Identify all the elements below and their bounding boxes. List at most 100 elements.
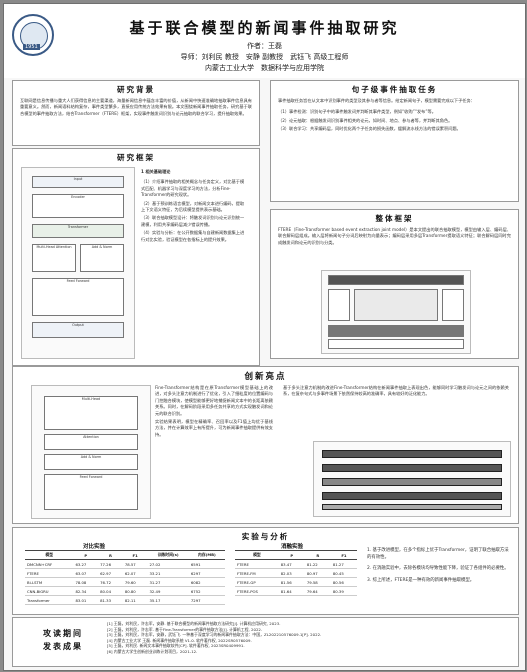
table-header-cell: R xyxy=(98,550,123,560)
poster: 1951 基于联合模型的新闻事件抽取研究 作者：王磊 导师：刘利民 教授 安静 … xyxy=(3,3,526,671)
conclusion-title: 实验与分析 xyxy=(241,532,290,541)
table-cell: 31.27 xyxy=(147,577,189,587)
author-line: 作者：王磊 xyxy=(247,42,282,50)
token-row xyxy=(322,478,502,486)
table-cell: 63.27 xyxy=(73,559,99,569)
innovation-right-text: 基于多头注意力机制的改进Fine-Transformer结构在新闻事件抽取上表现… xyxy=(283,385,509,397)
list-item: （1）事件检测：识别句子中的事件触发词并判断其事件类型，例如“收购”“发布”等。 xyxy=(278,109,436,115)
framework-list: （1）介绍事件抽取的相关概念与任务定义，对比基于模式匹配、机器学习与深度学习的方… xyxy=(139,177,253,247)
table-header-cell: 内存(MB) xyxy=(188,550,225,560)
table-cell: 78.08 xyxy=(73,577,99,587)
overall-panel: 整体框架 FTERE（Fine-Transformer based event … xyxy=(270,209,519,359)
table-header-cell: F1 xyxy=(330,550,357,560)
list-item: （1）介绍事件抽取的相关概念与任务定义，对比基于模式匹配、机器学习与深度学习的方… xyxy=(141,179,245,198)
references-label-line2: 发表成果 xyxy=(43,641,83,651)
table-header-cell: F1 xyxy=(122,550,148,560)
innovation-token-figure xyxy=(313,441,511,517)
references-label: 攻读期间 发表成果 xyxy=(31,627,95,653)
table-cell: 77.26 xyxy=(98,559,123,569)
table-cell: 80.80 xyxy=(122,586,148,596)
table-cell: 82.34 xyxy=(73,586,99,596)
fig-top-bar xyxy=(328,275,464,285)
framework-intro: 1 相关基础理论 xyxy=(141,169,171,174)
table-header-cell: P xyxy=(73,550,99,560)
table-cell: 6591 xyxy=(188,559,225,569)
table-cell: 7297 xyxy=(188,595,225,605)
table-cell: 62.07 xyxy=(122,568,148,578)
table-cell: 81.64 xyxy=(278,586,305,596)
table-cell: FTERE-GP xyxy=(235,577,279,587)
table-cell: 80.45 xyxy=(330,568,357,578)
table-cell: 35.17 xyxy=(147,595,189,605)
fig-box-multihead: Multi-Head xyxy=(44,396,138,430)
list-item: （3）联合抽取模型设计：将触发词识别与论元识别统一建模，利用共享编码层减少错误传… xyxy=(141,215,245,227)
reference-item: [6] 内蒙古大学生创新创业训练计划项目，2021-12. xyxy=(107,648,198,654)
overall-figure xyxy=(321,270,471,354)
table-cell: 62.97 xyxy=(98,568,123,578)
table-cell: 32.49 xyxy=(147,586,189,596)
poster-header: 1951 基于联合模型的新闻事件抽取研究 作者：王磊 导师：刘利民 教授 安静 … xyxy=(4,4,525,78)
token-row xyxy=(322,492,502,500)
fig-box-output: Output xyxy=(32,322,124,338)
table-cell: FTERE-FM xyxy=(235,568,279,578)
table-cell: Bi-LSTM xyxy=(25,577,74,587)
fig-box-attn: Attention xyxy=(44,434,138,450)
table-cell: 27.02 xyxy=(147,559,189,569)
framework-figure: Input Encoder Transformer Multi-Head Att… xyxy=(21,167,135,359)
sentence-level-text: 事件抽取任务旨在从文本中识别事件的类型及其参与者等信息。给定新闻句子，模型需要完… xyxy=(278,98,475,103)
innovation-right-col: 基于多头注意力机制的改进Fine-Transformer结构在新闻事件抽取上表现… xyxy=(283,385,509,398)
table-cell: 6297 xyxy=(188,568,225,578)
table-cell: 79.58 xyxy=(304,577,331,587)
list-item: （2）基于预训练语言模型，对新闻文本进行编码，提取上下文语义特征，为后续模型提供… xyxy=(141,200,245,213)
fig-box-addnorm: Add & Norm xyxy=(80,244,124,272)
framework-title: 研究框架 xyxy=(117,153,155,162)
table-cell: 80.39 xyxy=(330,586,357,596)
background-panel: 研究背景 互联网是信息传播与重大人们获得信息的主要渠道，海量新闻信息中蕴含丰富的… xyxy=(12,80,260,146)
overall-text: FTERE（Fine-Transformer based event extra… xyxy=(278,227,511,245)
token-row xyxy=(322,450,502,458)
table-header-cell: R xyxy=(304,550,331,560)
fig-box-feedforward: Feed Forward xyxy=(32,278,124,316)
reference-item: [2] 王磊，刘利民，许志军. 基于Fine-Transformer的事件抽取方… xyxy=(107,626,263,632)
fig-bottom-bar xyxy=(328,325,464,337)
table1-caption: 对比实验 xyxy=(83,544,106,550)
table-cell: 6752 xyxy=(188,586,225,596)
innovation-text-2: 实验结果表明，模型在精确率、召回率以及F1值上均优于基线方法，并在计算效率上有所… xyxy=(155,419,273,437)
university-logo: 1951 xyxy=(12,14,54,56)
list-item: （4）实验与分析：在公开数据集与自建新闻数据集上进行对比实验，验证模型在各指标上… xyxy=(141,230,245,242)
sentence-level-panel: 句子级事件抽取任务 事件抽取任务旨在从文本中识别事件的类型及其参与者等信息。给定… xyxy=(270,80,519,202)
overall-title: 整体框架 xyxy=(375,214,414,223)
table-cell: 82.03 xyxy=(278,568,305,578)
conclusion-list: 1. 基于改进模型，在多个指标上优于Transformer，证明了联合抽取方法的… xyxy=(367,548,509,589)
sentence-level-title: 句子级事件抽取任务 xyxy=(351,85,438,94)
innovation-figure: Multi-Head Attention Add & Norm Feed For… xyxy=(31,385,151,519)
table-cell: 82.11 xyxy=(122,595,148,605)
list-item: （3）联合学习：共享编码层，同时优化两个子任务的损失函数，缓解流水线方法的错误累… xyxy=(278,126,461,132)
fig-box-attention: Multi-Head Attention xyxy=(32,244,76,272)
table-cell: 80.97 xyxy=(304,568,331,578)
list-item: （2）论元抽取：根据触发词识别事件相关的论元，如时间、地点、参与者等，并判断其角… xyxy=(278,117,453,123)
table-cell: FTERE-POS xyxy=(235,586,279,596)
table-cell: 81.56 xyxy=(278,577,305,587)
framework-panel: 研究框架 Input Encoder Transformer Multi-Hea… xyxy=(12,148,260,366)
table-header-cell: P xyxy=(278,550,305,560)
fig-box-transformer: Transformer xyxy=(32,224,124,238)
table-cell: 79.64 xyxy=(304,586,331,596)
table-cell: 80.56 xyxy=(330,577,357,587)
table-cell: 81.27 xyxy=(330,559,357,569)
background-text: 互联网是信息传播与重大人们获得信息的主要渠道，海量新闻信息中蕴含丰富的价值，从新… xyxy=(20,98,252,116)
references-label-line1: 攻读期间 xyxy=(43,628,83,638)
conclusion-item: 1. 基于改进模型，在多个指标上优于Transformer，证明了联合抽取方法的… xyxy=(367,548,509,560)
framework-text: 1 相关基础理论 （1）介绍事件抽取的相关概念与任务定义，对比基于模式匹配、机器… xyxy=(139,167,253,247)
